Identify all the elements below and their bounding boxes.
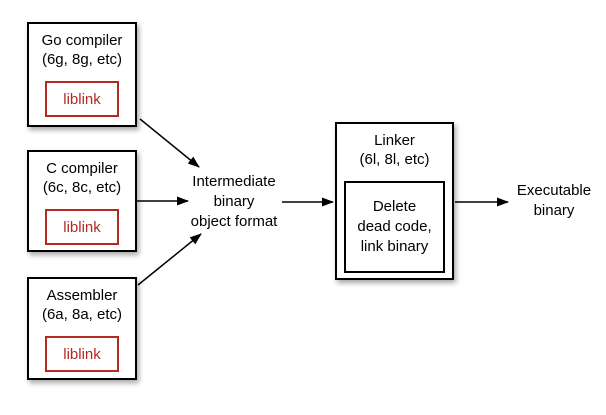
c-liblink-label: liblink [63,218,101,236]
go-compiler-label: Go compiler (6g, 8g, etc) [41,32,123,68]
go-liblink-label: liblink [63,90,101,108]
linker-inner-box: Delete dead code, link binary [344,181,445,273]
c-compiler-box: C compiler (6c, 8c, etc) liblink [27,150,137,252]
intermediate-format-label: Intermediate binary object format [190,173,278,230]
assembler-label: Assembler (6a, 8a, etc) [41,287,123,323]
c-liblink-box: liblink [45,209,119,245]
assembler-liblink-label: liblink [63,345,101,363]
go-compiler-box: Go compiler (6g, 8g, etc) liblink [27,22,137,127]
assembler-box: Assembler (6a, 8a, etc) liblink [27,277,137,380]
linker-label: Linker (6l, 8l, etc) [359,132,430,168]
c-compiler-label: C compiler (6c, 8c, etc) [42,160,122,196]
arrow-go-to-intermediate [139,118,200,168]
executable-binary-label: Executable binary [516,182,592,219]
arrow-assembler-to-intermediate [137,233,202,286]
linker-box: Linker (6l, 8l, etc) Delete dead code, l… [335,122,454,280]
go-liblink-box: liblink [45,81,119,117]
assembler-liblink-box: liblink [45,336,119,372]
